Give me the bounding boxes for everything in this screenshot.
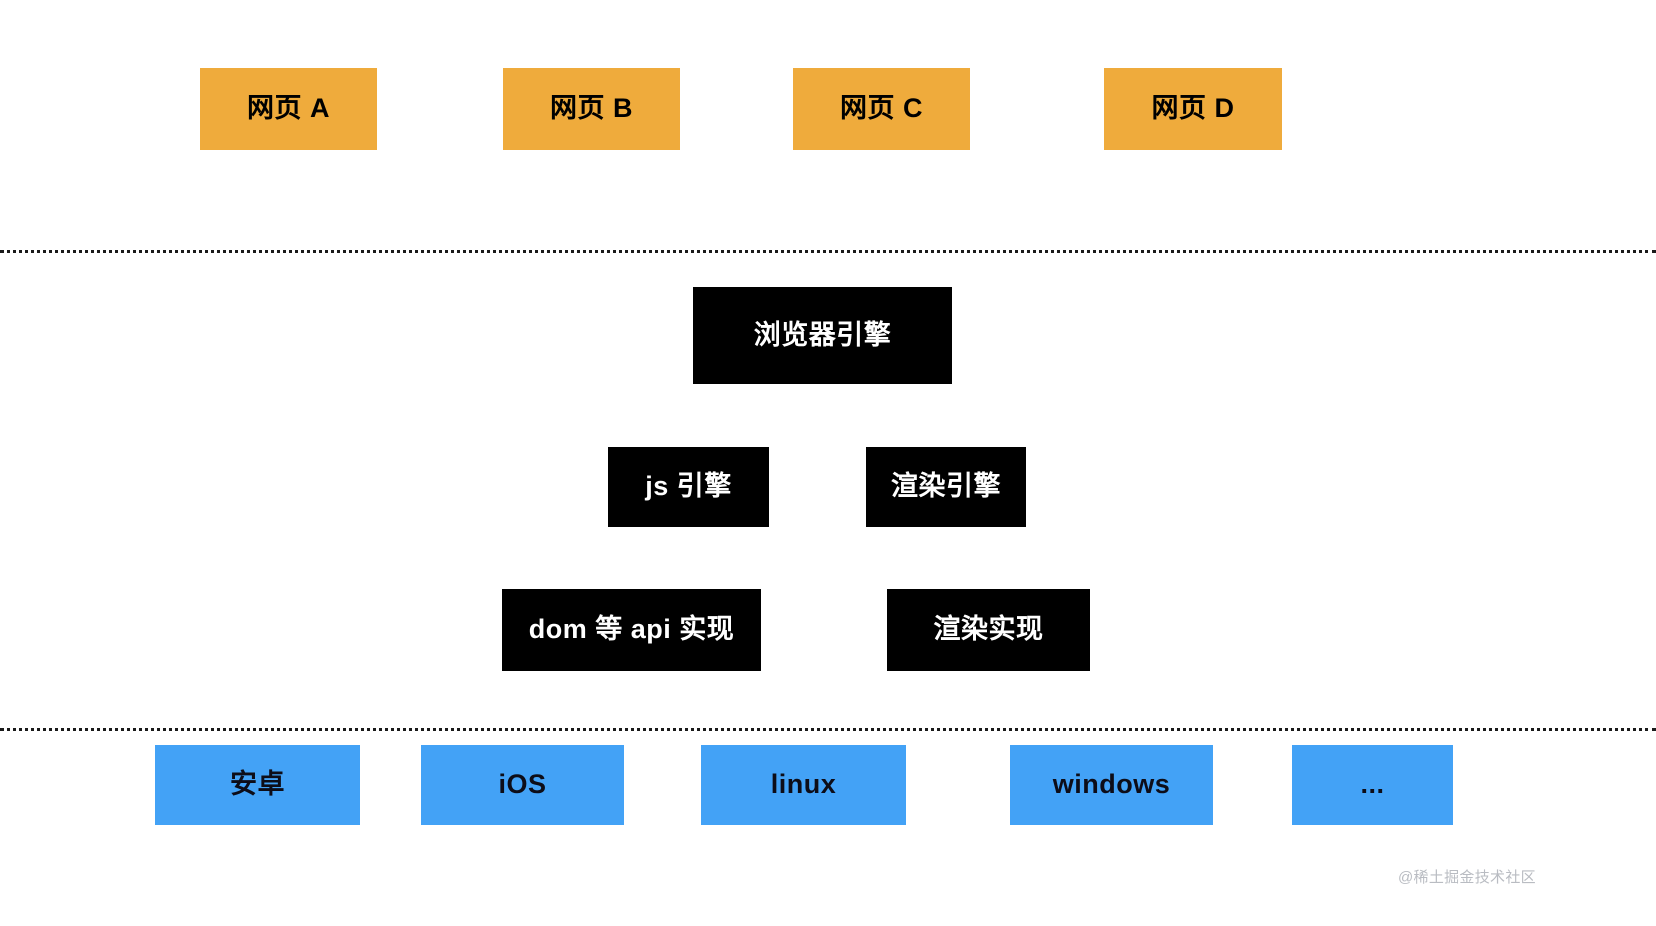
node-web-page-d: 网页 D [1104, 68, 1282, 150]
divider-pages-engine [0, 250, 1656, 253]
node-label: ... [1360, 769, 1385, 800]
node-os-android: 安卓 [155, 745, 360, 825]
node-rendering-engine: 渲染引擎 [866, 447, 1026, 527]
node-label: iOS [498, 769, 547, 800]
node-os-linux: linux [701, 745, 906, 825]
node-label: dom 等 api 实现 [528, 614, 735, 645]
node-js-engine: js 引擎 [608, 447, 769, 527]
node-label: 网页 A [247, 93, 330, 124]
node-rendering-implementation: 渲染实现 [887, 589, 1090, 671]
node-os-more: ... [1292, 745, 1453, 825]
node-label: 网页 D [1151, 93, 1235, 124]
node-web-page-c: 网页 C [793, 68, 970, 150]
node-label: 网页 C [840, 93, 923, 124]
node-browser-engine: 浏览器引擎 [693, 287, 952, 384]
node-os-windows: windows [1010, 745, 1213, 825]
node-web-page-b: 网页 B [503, 68, 680, 150]
node-label: 浏览器引擎 [753, 319, 892, 350]
node-label: js 引擎 [645, 471, 732, 502]
node-label: 网页 B [550, 93, 633, 124]
node-dom-api-implementation: dom 等 api 实现 [502, 589, 761, 671]
node-os-ios: iOS [421, 745, 624, 825]
node-label: windows [1052, 769, 1171, 800]
node-label: 渲染实现 [933, 614, 1044, 645]
node-label: 渲染引擎 [891, 471, 1001, 502]
node-label: 安卓 [230, 769, 285, 800]
watermark: @稀土掘金技术社区 [1398, 869, 1536, 886]
node-web-page-a: 网页 A [200, 68, 377, 150]
divider-engine-os [0, 728, 1656, 731]
node-label: linux [770, 769, 837, 800]
